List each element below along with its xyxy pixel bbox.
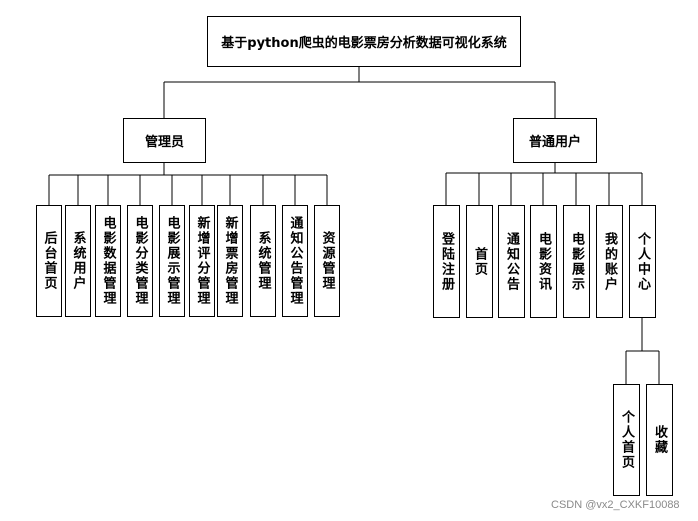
admin-module-label: 新增票房管理 [222, 216, 238, 306]
center-child-label: 收藏 [652, 425, 667, 455]
user-module-node: 我的账户 [596, 205, 623, 318]
admin-module-node: 新增评分管理 [189, 205, 215, 317]
root-node-label: 基于python爬虫的电影票房分析数据可视化系统 [221, 36, 507, 51]
user-module-node: 登陆注册 [433, 205, 460, 318]
admin-module-node: 新增票房管理 [217, 205, 243, 317]
admin-module-node: 后台首页 [36, 205, 62, 317]
user-module-label: 通知公告 [504, 231, 519, 292]
user-module-label: 电影展示 [569, 231, 584, 292]
user-module-node: 电影资讯 [530, 205, 557, 318]
admin-module-label: 资源管理 [319, 231, 335, 291]
admin-module-node: 资源管理 [314, 205, 340, 317]
admin-module-label: 电影数据管理 [100, 216, 116, 306]
admin-module-node: 系统管理 [250, 205, 276, 317]
user-node-label: 普通用户 [528, 135, 581, 150]
root-node: 基于python爬虫的电影票房分析数据可视化系统 [207, 16, 521, 67]
user-module-node: 首页 [466, 205, 493, 318]
center-child-node: 收藏 [646, 384, 673, 496]
admin-module-label: 系统用户 [70, 231, 86, 291]
user-module-label: 首页 [472, 246, 487, 277]
admin-module-node: 电影数据管理 [95, 205, 121, 317]
user-module-node: 通知公告 [498, 205, 525, 318]
admin-module-node: 系统用户 [65, 205, 91, 317]
admin-module-label: 系统管理 [255, 231, 271, 291]
center-child-node: 个人首页 [613, 384, 640, 496]
admin-module-label: 新增评分管理 [194, 216, 210, 306]
admin-node: 管理员 [123, 118, 206, 163]
admin-module-label: 后台首页 [41, 231, 57, 291]
user-module-label: 个人中心 [635, 231, 650, 292]
personal-center-node: 个人中心 [629, 205, 656, 318]
center-child-label: 个人首页 [619, 410, 634, 470]
admin-module-node: 电影展示管理 [159, 205, 185, 317]
admin-module-label: 电影展示管理 [164, 216, 180, 306]
user-module-label: 登陆注册 [439, 231, 454, 292]
user-module-label: 电影资讯 [536, 231, 551, 292]
user-module-label: 我的账户 [602, 231, 617, 292]
user-module-node: 电影展示 [563, 205, 590, 318]
admin-module-node: 电影分类管理 [127, 205, 153, 317]
watermark: CSDN @vx2_CXKF10088 [551, 499, 680, 511]
admin-module-label: 通知公告管理 [287, 216, 303, 306]
admin-module-node: 通知公告管理 [282, 205, 308, 317]
admin-module-label: 电影分类管理 [132, 216, 148, 306]
user-node: 普通用户 [513, 118, 597, 163]
admin-node-label: 管理员 [144, 135, 184, 150]
